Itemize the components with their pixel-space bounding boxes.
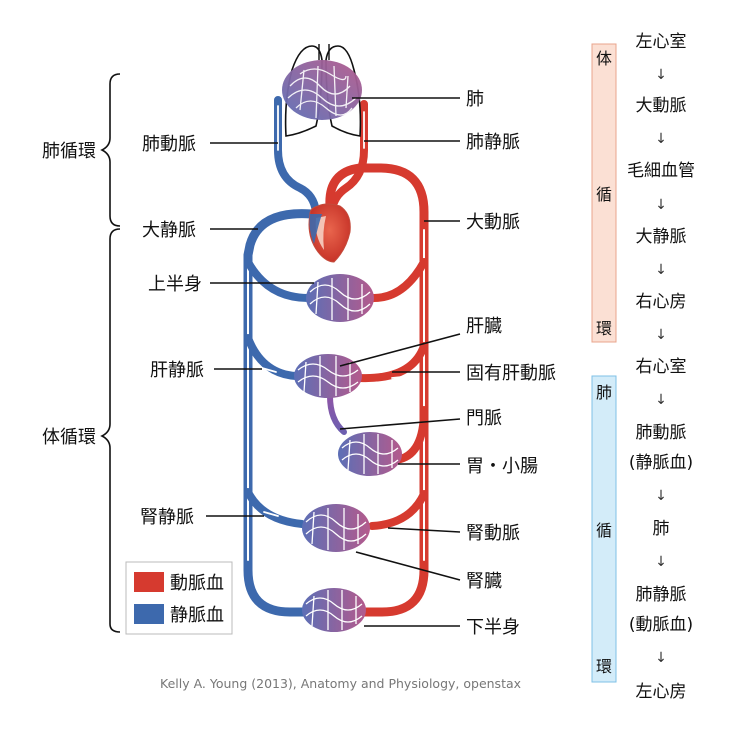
- seq-step: 肺静脈: [636, 585, 687, 605]
- label-lung: 肺: [466, 89, 484, 110]
- label-hepatic-vein: 肝静脈: [150, 360, 204, 381]
- band-pulmonary-char-3: 環: [596, 657, 612, 676]
- renal-artery-vessel: [368, 490, 428, 530]
- seq-arrow: ↓: [655, 554, 667, 570]
- vena-cava-vessel: [243, 209, 317, 617]
- label-pulmonary-circulation: 肺循環: [42, 141, 96, 162]
- label-aorta: 大動脈: [466, 212, 520, 233]
- seq-arrow: ↓: [655, 197, 667, 213]
- aorta-vessel: [325, 163, 429, 617]
- heart: [308, 203, 351, 263]
- seq-step: 大静脈: [636, 227, 687, 247]
- band-pulmonary-char-2: 循: [596, 521, 612, 540]
- seq-step-note: (動脈血): [629, 615, 693, 635]
- flow-sequence: 左心室 ↓ 大動脈 ↓ 毛細血管 ↓ 大静脈 ↓ 右心房 ↓ 右心室 ↓ 肺動脈…: [627, 32, 695, 702]
- pulmonary-artery-vessel: [274, 96, 320, 216]
- band-systemic-char-1: 体: [596, 49, 612, 68]
- capillary-lower-body: [302, 588, 366, 632]
- seq-arrow: ↓: [655, 392, 667, 408]
- pulmonary-brace: [100, 73, 121, 227]
- seq-step: 左心室: [636, 32, 687, 52]
- legend-label-venous: 静脈血: [170, 605, 224, 626]
- legend-swatch-arterial: [134, 572, 164, 592]
- seq-step: 毛細血管: [627, 161, 695, 181]
- label-renal-vein: 腎静脈: [140, 507, 194, 528]
- label-renal-artery: 腎動脈: [466, 523, 520, 544]
- legend-swatch-venous: [134, 604, 164, 624]
- lungs: [282, 44, 362, 137]
- seq-step: 大動脈: [636, 96, 687, 116]
- seq-step: 肺: [653, 519, 670, 539]
- credit-text: Kelly A. Young (2013), Anatomy and Physi…: [160, 676, 521, 691]
- systemic-brace: [100, 228, 121, 633]
- seq-arrow: ↓: [655, 262, 667, 278]
- seq-arrow: ↓: [655, 327, 667, 343]
- label-pulmonary-vein: 肺静脈: [466, 132, 520, 153]
- capillary-beds: [294, 274, 402, 632]
- legend-label-arterial: 動脈血: [170, 573, 224, 594]
- pulmonary-vein-vessel: [328, 100, 368, 214]
- label-pulmonary-artery: 肺動脈: [142, 134, 196, 155]
- capillary-upper-body: [306, 274, 374, 322]
- label-kidney: 腎臓: [466, 571, 502, 592]
- label-portal-vein: 門脈: [466, 408, 502, 429]
- label-liver: 肝臓: [466, 316, 502, 337]
- portal-vein-vessel: [327, 393, 347, 435]
- capillary-liver: [294, 354, 362, 398]
- seq-step: 右心房: [636, 292, 687, 312]
- vessels: [243, 96, 429, 617]
- hepatic-artery-vessel: [356, 342, 428, 383]
- seq-arrow: ↓: [655, 650, 667, 666]
- capillary-kidney: [302, 504, 370, 552]
- label-lower-body: 下半身: [466, 617, 520, 638]
- band-systemic: 体 循 環: [591, 43, 617, 343]
- label-upper-body: 上半身: [148, 274, 202, 295]
- label-vena-cava: 大静脈: [142, 220, 196, 241]
- seq-arrow: ↓: [655, 67, 667, 83]
- seq-step: 左心房: [636, 682, 687, 702]
- label-hepatic-artery: 固有肝動脈: [466, 363, 556, 384]
- seq-step: 肺動脈: [636, 423, 687, 443]
- label-stomach-intestine: 胃・小腸: [466, 456, 538, 477]
- leader-lines: [206, 97, 461, 627]
- capillary-stomach-intestine: [338, 432, 402, 476]
- band-pulmonary: 肺 循 環: [591, 375, 617, 683]
- label-systemic-circulation: 体循環: [42, 427, 96, 448]
- seq-step-note: (静脈血): [629, 453, 693, 473]
- band-systemic-char-3: 環: [596, 319, 612, 338]
- seq-arrow: ↓: [655, 131, 667, 147]
- band-pulmonary-char-1: 肺: [596, 383, 612, 402]
- seq-arrow: ↓: [655, 488, 667, 504]
- legend: 動脈血 静脈血: [125, 561, 233, 635]
- band-systemic-char-2: 循: [596, 185, 612, 204]
- seq-step: 右心室: [636, 357, 687, 377]
